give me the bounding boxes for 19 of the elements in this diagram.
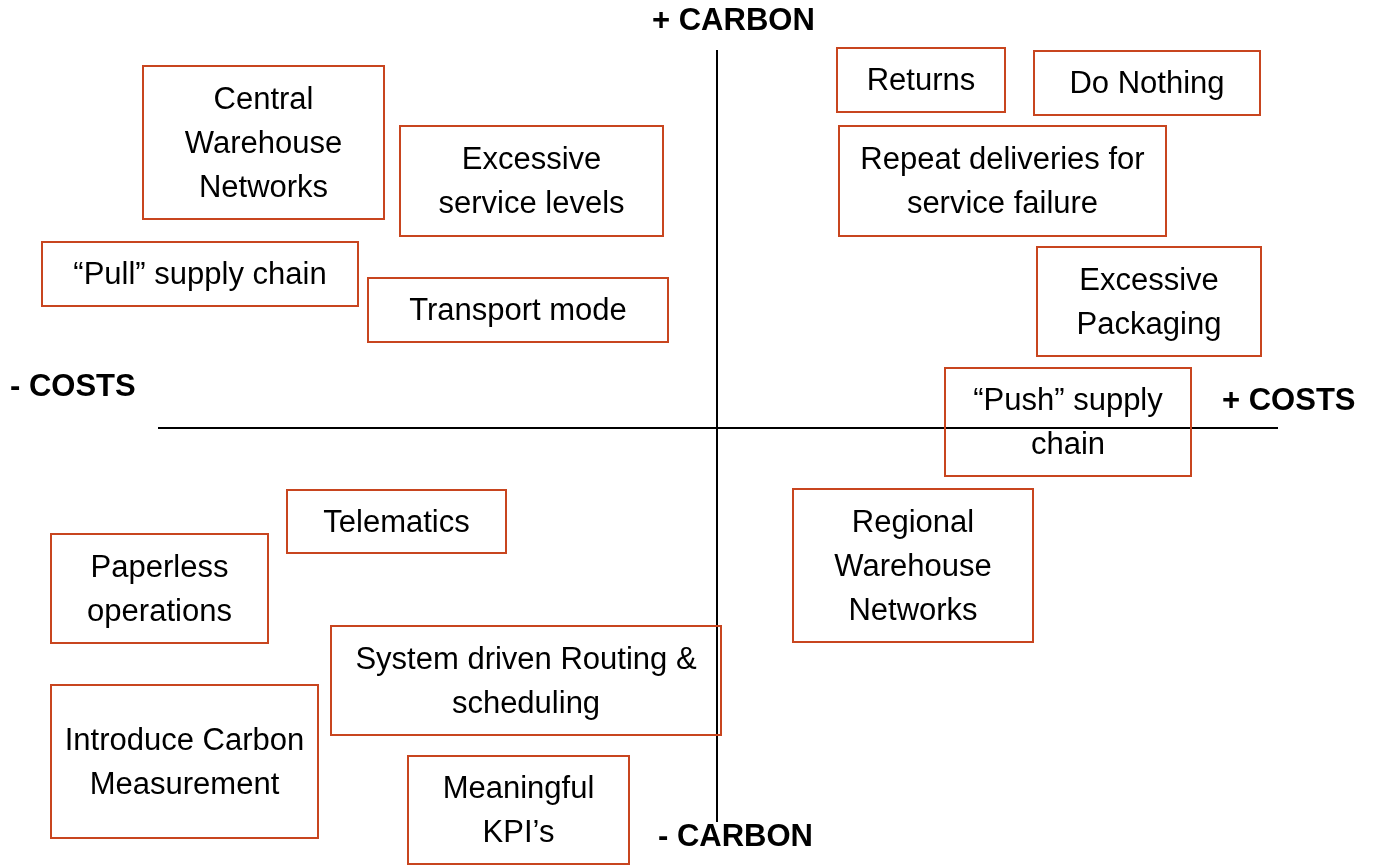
text-box: Introduce Carbon Measurement	[50, 684, 319, 839]
text-box: Repeat deliveries for service failure	[838, 125, 1167, 237]
text-box: Regional Warehouse Networks	[792, 488, 1034, 643]
text-box: “Pull” supply chain	[41, 241, 359, 307]
text-box: Excessive Packaging	[1036, 246, 1262, 357]
text-box: Telematics	[286, 489, 507, 554]
axis-label: + COSTS	[1222, 382, 1356, 418]
text-box: Excessive service levels	[399, 125, 664, 237]
text-box: System driven Routing & scheduling	[330, 625, 722, 736]
text-box: Meaningful KPI’s	[407, 755, 630, 865]
axis-label: + CARBON	[652, 2, 815, 38]
axis-label: - COSTS	[10, 368, 136, 404]
axis-label: - CARBON	[658, 818, 813, 854]
text-box: Do Nothing	[1033, 50, 1261, 116]
text-box: Central Warehouse Networks	[142, 65, 385, 220]
text-box: “Push” supply chain	[944, 367, 1192, 477]
text-box: Transport mode	[367, 277, 669, 343]
text-box: Returns	[836, 47, 1006, 113]
text-box: Paperless operations	[50, 533, 269, 644]
